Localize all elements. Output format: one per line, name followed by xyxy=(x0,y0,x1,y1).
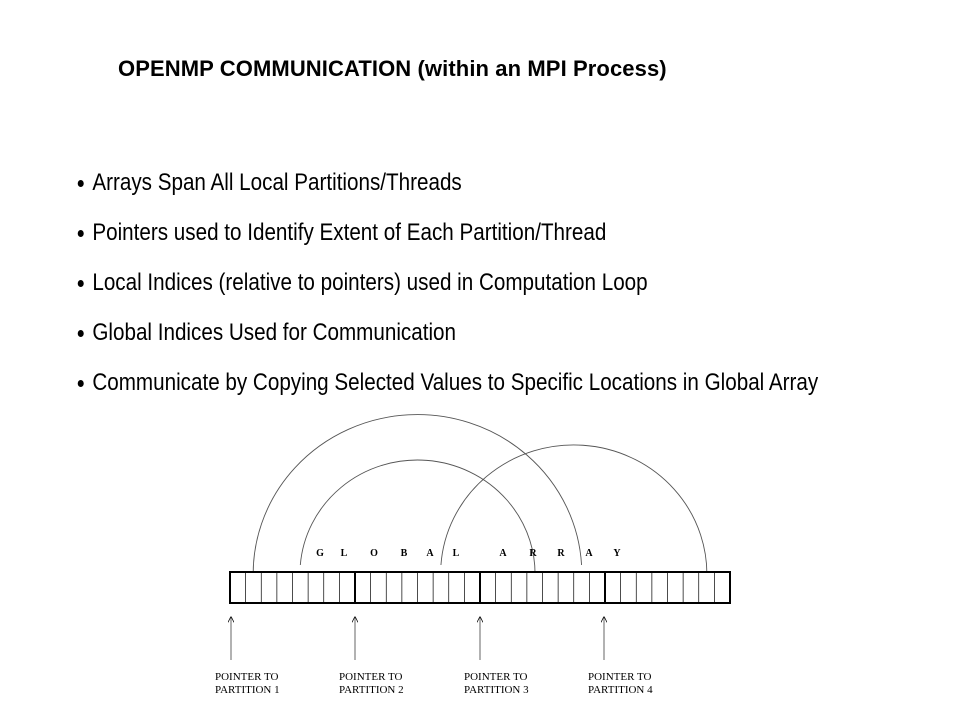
array-label-letter: O xyxy=(370,548,378,559)
array-label-letter: B xyxy=(401,548,408,559)
array-label-letter: L xyxy=(341,548,348,559)
copy-arc-2 xyxy=(299,459,535,583)
array-label-letter: R xyxy=(557,548,565,559)
bullet-item: Local Indices (relative to pointers) use… xyxy=(76,266,818,316)
pointer-label-1: POINTER TO xyxy=(215,671,279,683)
bullet-text: Global Indices Used for Communication xyxy=(92,319,456,346)
bullet-text: Communicate by Copying Selected Values t… xyxy=(92,369,819,396)
copy-arc-3 xyxy=(440,444,707,583)
array-label-letter: R xyxy=(529,548,537,559)
array-label-letter: Y xyxy=(613,548,621,559)
array-label-letter: A xyxy=(499,548,507,559)
bullet-text: Local Indices (relative to pointers) use… xyxy=(92,269,648,296)
array-label-letter: A xyxy=(426,548,434,559)
pointer-label-2: POINTER TO xyxy=(339,671,403,683)
bullet-item: Arrays Span All Local Partitions/Threads xyxy=(76,166,818,216)
bullet-text: Pointers used to Identify Extent of Each… xyxy=(92,219,607,246)
pointer-label-1: PARTITION 1 xyxy=(215,684,280,696)
bullet-dot-icon xyxy=(77,280,84,287)
bullet-text: Arrays Span All Local Partitions/Threads xyxy=(92,169,462,196)
pointer-label-4: POINTER TO xyxy=(588,671,652,683)
bullet-item: Global Indices Used for Communication xyxy=(76,316,818,366)
pointer-label-3: POINTER TO xyxy=(464,671,528,683)
bullet-dot-icon xyxy=(77,180,84,187)
pointer-label-2: PARTITION 2 xyxy=(339,684,404,696)
array-label-letter: A xyxy=(585,548,593,559)
pointer-label-3: PARTITION 3 xyxy=(464,684,529,696)
pointer-label-4: PARTITION 4 xyxy=(588,684,653,696)
bullet-dot-icon xyxy=(77,330,84,337)
slide-title: OPENMP COMMUNICATION (within an MPI Proc… xyxy=(118,56,667,81)
bullet-item: Communicate by Copying Selected Values t… xyxy=(76,366,818,416)
array-label-letter: L xyxy=(453,548,460,559)
bullet-dot-icon xyxy=(77,230,84,237)
copy-arc-1 xyxy=(253,414,583,583)
bullet-item: Pointers used to Identify Extent of Each… xyxy=(76,216,818,266)
bullet-dot-icon xyxy=(77,380,84,387)
array-label-letter: G xyxy=(316,548,324,559)
bullet-list: Arrays Span All Local Partitions/Threads… xyxy=(76,166,939,416)
